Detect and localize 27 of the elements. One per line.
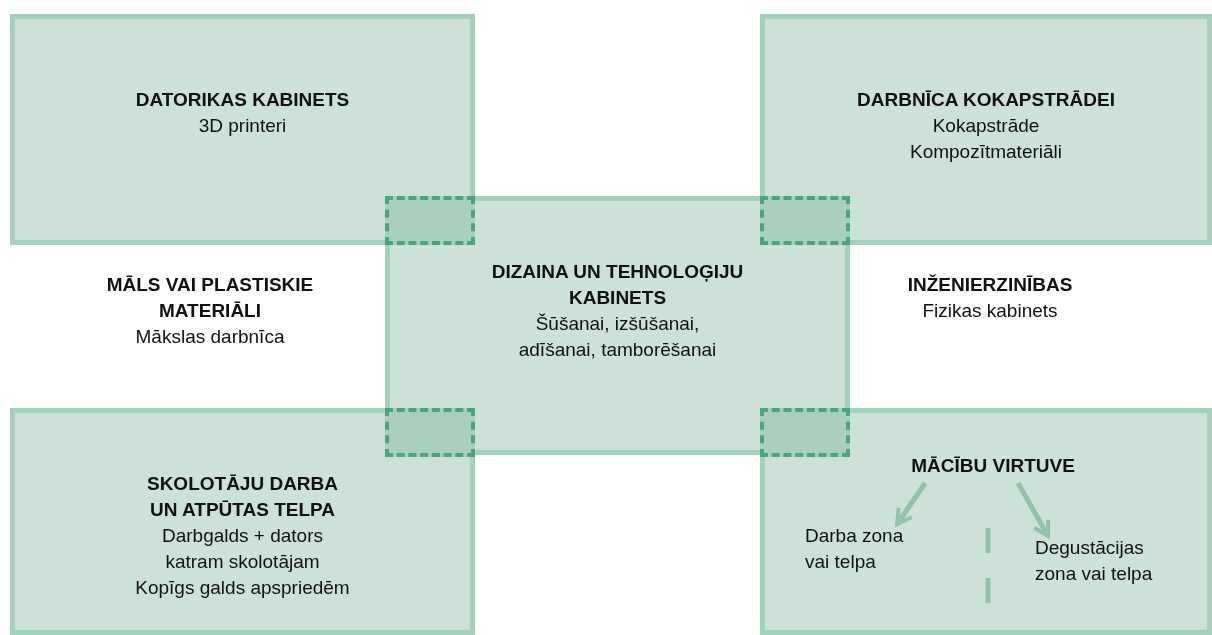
- room-title: DIZAINA UN TEHNOLOĢIJU KABINETS: [490, 260, 745, 310]
- room-description: Kopīgs galds apspriedēm: [134, 576, 351, 600]
- room-description: Kokapstrāde: [931, 114, 1041, 138]
- zone-label: Darba zona vai telpa: [805, 523, 923, 575]
- room-title: SKOLOTĀJU DARBA UN ATPŪTAS TELPA: [145, 472, 340, 522]
- overlap-marker: [760, 196, 850, 245]
- area-description: Mākslas darbnīca: [134, 325, 286, 349]
- room-title: DARBNĪCA KOKAPSTRĀDEI: [856, 88, 1116, 112]
- room-box: [10, 14, 475, 245]
- room-description: Darbgalds + dators katram skolotājam: [160, 524, 325, 574]
- overlap-marker: [760, 408, 850, 457]
- room-description: Kompozītmateriāli: [908, 140, 1064, 164]
- room-title: DATORIKAS KABINETS: [134, 88, 351, 112]
- room-box: [760, 14, 1212, 245]
- room-box: [760, 408, 1212, 635]
- overlap-marker: [385, 408, 475, 457]
- area-title: INŽENIERZINĪBAS: [906, 273, 1074, 297]
- area-title: MĀLS VAI PLASTISKIE MATERIĀLI: [105, 273, 315, 323]
- overlap-marker: [385, 196, 475, 245]
- room-box: [10, 408, 475, 635]
- area-description: Fizikas kabinets: [921, 299, 1059, 323]
- room-description: Šūšanai, izšūšanai, adīšanai, tamborēšanai: [517, 312, 718, 362]
- zone-label: Degustācijas zona vai telpa: [1035, 535, 1185, 587]
- arrow: [895, 481, 928, 526]
- arrow: [1015, 481, 1051, 538]
- room-description: 3D printeri: [197, 114, 288, 138]
- room-title: MĀCĪBU VIRTUVE: [865, 453, 1121, 481]
